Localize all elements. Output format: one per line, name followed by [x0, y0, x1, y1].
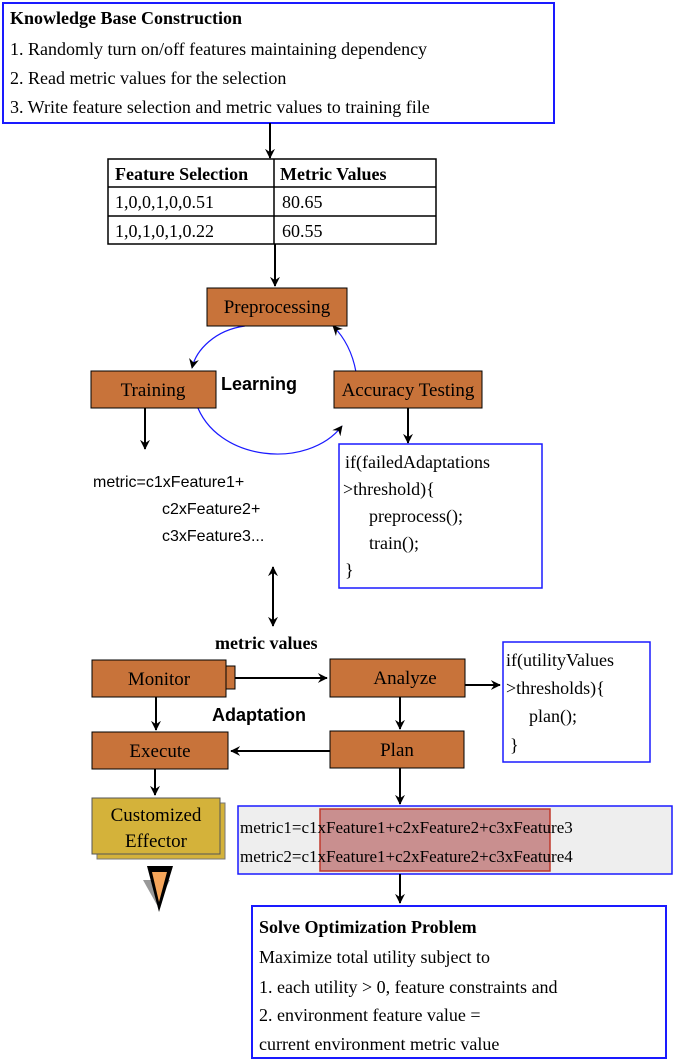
plan-condition-code-box: if(utilityValues >thresholds){ plan(); }: [502, 641, 651, 763]
knowledge-base-title: Knowledge Base Construction: [10, 8, 242, 28]
optimization-title: Solve Optimization Problem: [259, 917, 477, 937]
table-cell: 60.55: [282, 221, 323, 241]
learning-cycle-arc-upper-left: [189, 325, 246, 369]
optimization-box: Solve Optimization Problem Maximize tota…: [251, 905, 667, 1059]
metric-line-1: metric=c1xFeature1+: [93, 474, 244, 491]
learning-cycle-arc-upper-right: [332, 325, 357, 373]
formula-metric1-highlight: c1xFeature1+c2xFeature2: [302, 818, 480, 837]
plan-code-line-4: }: [510, 735, 519, 755]
metric-values-label: metric values: [215, 633, 317, 653]
retrain-code-line-2: >threshold){: [343, 479, 435, 500]
table-cell: 1,0,1,0,1,0.22: [115, 221, 214, 241]
effector-line-2: Effector: [125, 831, 188, 852]
preprocessing-label: Preprocessing: [224, 297, 331, 318]
formula-metric1-suffix: +c3xFeature3: [479, 818, 573, 837]
accuracy-testing-box: Accuracy Testing: [333, 370, 483, 409]
formula-metric1-prefix: metric1=: [240, 818, 302, 837]
table-cell: 1,0,0,1,0,0.51: [115, 192, 214, 212]
learning-cycle-arc-bottom: [195, 402, 343, 455]
knowledge-step-3: 3. Write feature selection and metric va…: [10, 97, 430, 117]
retrain-code-line-1: if(failedAdaptations: [345, 452, 490, 473]
shared-terms-highlight: [319, 808, 551, 872]
analyze-box: Analyze: [329, 658, 466, 698]
optimization-line-4: current environment metric value: [259, 1034, 499, 1054]
training-label: Training: [121, 380, 186, 401]
table-header-feature-selection: Feature Selection: [115, 164, 248, 184]
retrain-code-line-5: }: [345, 560, 354, 580]
plan-code-line-1: if(utilityValues: [506, 650, 614, 671]
optimization-line-2: 1. each utility > 0, feature constraints…: [259, 977, 558, 997]
optimization-line-1: Maximize total utility subject to: [259, 947, 490, 967]
learning-label: Learning: [221, 374, 297, 394]
execute-box: Execute: [91, 731, 229, 770]
formula-metric2-highlight: c1xFeature1+c2xFeature2: [302, 847, 480, 866]
training-table: Feature Selection Metric Values 1,0,0,1,…: [107, 158, 437, 245]
metric-line-2: c2xFeature2+: [162, 501, 260, 518]
effector-output-arrow-icon: [143, 866, 173, 912]
knowledge-step-2: 2. Read metric values for the selection: [10, 68, 286, 88]
retrain-code-line-3: preprocess();: [369, 506, 463, 527]
formula-metric1: metric1=c1xFeature1+c2xFeature2+c3xFeatu…: [240, 818, 573, 837]
plan-code-line-2: >thresholds){: [506, 678, 605, 699]
knowledge-base-box: Knowledge Base Construction 1. Randomly …: [2, 2, 555, 124]
retrain-code-box: if(failedAdaptations >threshold){ prepro…: [338, 443, 543, 589]
metric-line-3: c3xFeature3...: [162, 528, 264, 545]
metric-equation: metric=c1xFeature1+ c2xFeature2+ c3xFeat…: [93, 474, 264, 545]
table-header-metric-values: Metric Values: [280, 164, 386, 184]
optimization-line-3: 2. environment feature value =: [259, 1005, 481, 1025]
plan-code-line-3: plan();: [529, 706, 577, 727]
formula-metric2: metric2=c1xFeature1+c2xFeature2+c3xFeatu…: [240, 847, 573, 866]
effector-line-1: Customized: [111, 805, 202, 826]
customized-effector-box: Customized Effector: [91, 797, 226, 860]
retrain-code-line-4: train();: [369, 533, 419, 554]
preprocessing-box: Preprocessing: [206, 287, 348, 327]
table-cell: 80.65: [282, 192, 323, 212]
knowledge-step-1: 1. Randomly turn on/off features maintai…: [10, 39, 427, 59]
monitor-label: Monitor: [128, 669, 191, 690]
monitor-box: Monitor: [91, 659, 236, 698]
accuracy-testing-label: Accuracy Testing: [342, 380, 475, 401]
adaptation-label: Adaptation: [212, 705, 306, 725]
plan-box: Plan: [329, 730, 465, 769]
formula-metric2-suffix: +c3xFeature4: [479, 847, 573, 866]
training-box: Training: [90, 370, 217, 409]
formula-metric2-prefix: metric2=: [240, 847, 302, 866]
analyze-label: Analyze: [373, 668, 436, 689]
utility-formulas-box: metric1=c1xFeature1+c2xFeature2+c3xFeatu…: [237, 805, 673, 875]
execute-label: Execute: [129, 741, 190, 762]
plan-label: Plan: [380, 740, 414, 761]
